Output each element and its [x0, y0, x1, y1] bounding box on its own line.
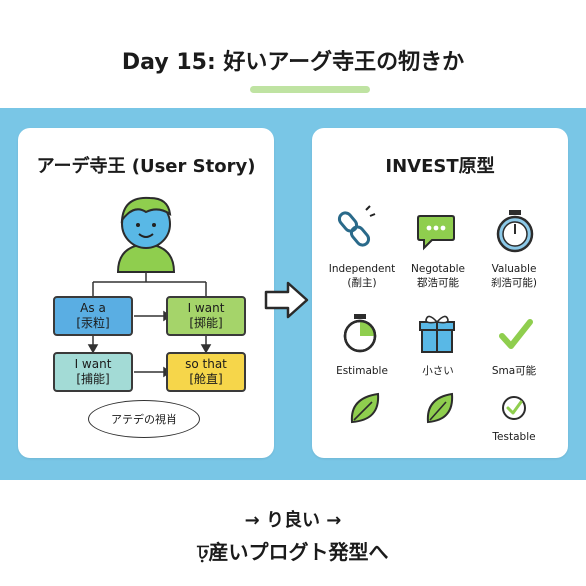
invest-item-estimable: Estimable	[320, 364, 404, 378]
i-want-top-label: I want	[187, 301, 225, 315]
invest-item-valuable: Valuable 刹浩可能)	[472, 262, 556, 290]
invest-label: Negotable	[411, 263, 465, 275]
invest-item-independent: Independent (劀主)	[320, 262, 404, 290]
invest-sublabel: 刹浩可能)	[490, 277, 538, 289]
invest-item-small: 小さい	[396, 364, 480, 378]
invest-label: Valuable	[491, 263, 537, 275]
i-want-top-value: [掷能]	[189, 316, 223, 330]
i-want-bottom-value: [捕能]	[76, 372, 110, 386]
invest-label: 小さい	[422, 365, 454, 377]
as-a-label: As a	[80, 301, 106, 315]
invest-title: INVEST原型	[385, 156, 495, 177]
invest-item-small-alt: Sma可能	[472, 364, 556, 378]
i-want-top-box: I want [掷能]	[166, 296, 246, 336]
flow-arrow-icon	[264, 281, 309, 319]
as-a-value: [汞粒]	[76, 316, 110, 330]
so-that-label: so that	[185, 357, 227, 371]
bottom-arrow-text: → り良い →	[244, 510, 342, 531]
invest-label: Independent	[328, 263, 396, 275]
invest-sublabel: (劀主)	[347, 277, 377, 289]
so-that-box: so that [舱直]	[166, 352, 246, 392]
invest-label: Estimable	[336, 365, 388, 377]
user-story-title: アーデ寺王 (User Story)	[36, 156, 256, 177]
user-value-ellipse: アテデの視肖	[88, 400, 200, 438]
invest-sublabel: 鄀浩可能	[417, 277, 459, 289]
invest-card: INVEST原型	[312, 128, 568, 458]
invest-label: Testable	[492, 431, 536, 443]
i-want-bottom-box: I want [捕能]	[53, 352, 133, 392]
page-title: Day 15: 好いアーグ寺王の牣きか	[121, 50, 465, 75]
as-a-box: As a [汞粒]	[53, 296, 133, 336]
invest-label: Sma可能	[491, 365, 537, 377]
i-want-bottom-label: I want	[74, 357, 112, 371]
title-highlight	[250, 86, 370, 93]
invest-item-testable: Testable	[472, 430, 556, 444]
invest-item-negotiable: Negotable 鄀浩可能	[396, 262, 480, 290]
bottom-tagline: ঢ়産いプログト発型へ	[197, 540, 389, 564]
so-that-value: [舱直]	[189, 372, 223, 386]
